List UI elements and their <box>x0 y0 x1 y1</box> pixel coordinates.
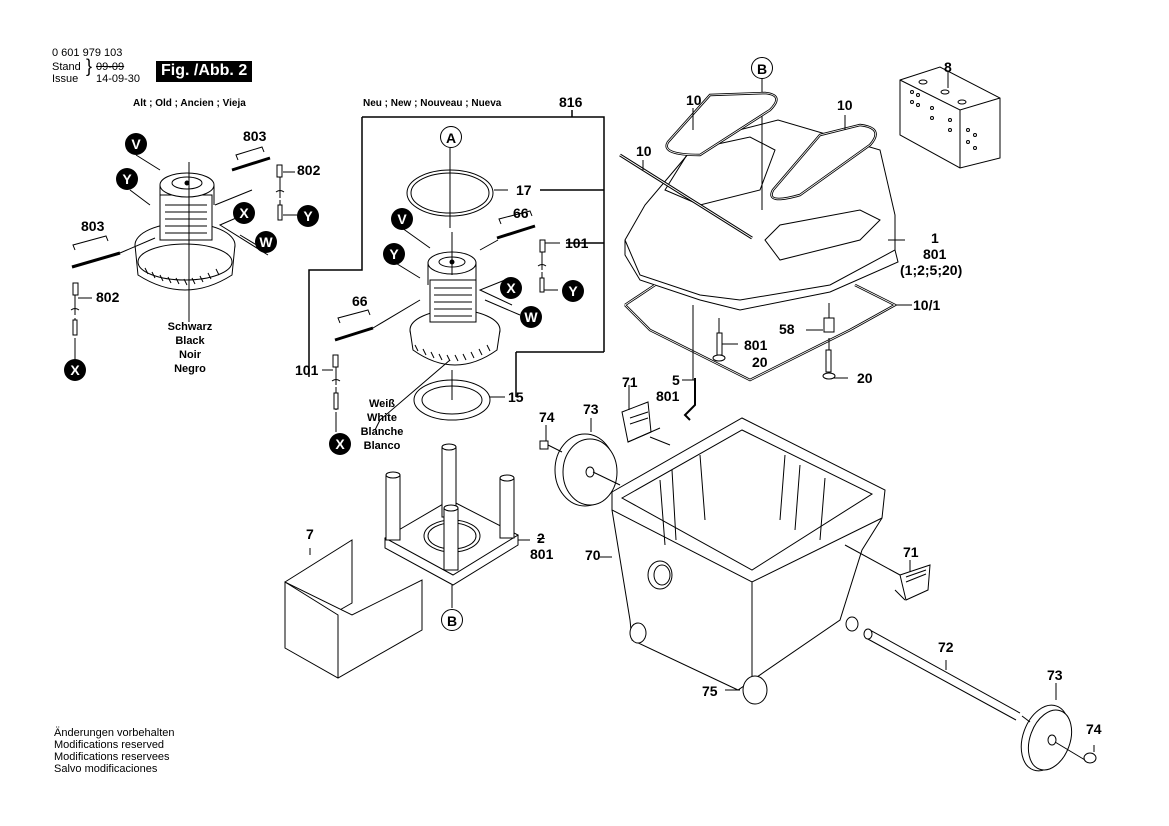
label-10-left: 10 <box>686 92 702 108</box>
label-803-top: 803 <box>243 128 267 144</box>
screws <box>712 303 848 380</box>
label-20-left: 20 <box>752 354 768 370</box>
gaskets-10 <box>642 91 877 201</box>
label-17: 17 <box>516 182 532 198</box>
marker-y-old-terminal: Y <box>297 205 319 227</box>
marker-v-old: V <box>125 133 147 155</box>
label-1: 1 <box>931 230 939 246</box>
figure-label: Fig. /Abb. 2 <box>156 61 253 82</box>
wire-color-white: Weiß White Blanche Blanco <box>342 397 422 453</box>
label-head-set: (1;2;5;20) <box>900 262 963 278</box>
old-section-caption: Alt ; Old ; Ancien ; Vieja <box>133 98 246 109</box>
marker-y-new-terminal: Y <box>562 280 584 302</box>
label-71-right: 71 <box>903 544 919 560</box>
latch-5 <box>682 378 696 421</box>
label-802-left: 802 <box>96 289 120 305</box>
wire-black-de: Schwarz <box>167 321 213 333</box>
axle-72 <box>863 628 1021 721</box>
gasket-15 <box>413 370 505 421</box>
footer-es: Salvo modificaciones <box>54 763 158 775</box>
label-70: 70 <box>585 547 601 563</box>
label-72: 72 <box>938 639 954 655</box>
label-73-right: 73 <box>1047 667 1063 683</box>
brace-icon: } <box>86 56 93 76</box>
new-section-caption: Neu ; New ; Nouveau ; Nueva <box>363 98 502 109</box>
label-10-right: 10 <box>837 97 853 113</box>
label-801-head: 801 <box>923 246 947 262</box>
wire-color-black: Schwarz Black Noir Negro <box>150 320 230 376</box>
label-101-top: 101 <box>565 235 589 251</box>
gasket-10-1 <box>624 283 912 382</box>
label-101-left: 101 <box>295 362 319 378</box>
footer-notice: Änderungen vorbehalten Modifications res… <box>54 727 174 775</box>
issue-value: 14-09-30 <box>96 73 141 85</box>
wire-black-es: Negro <box>174 363 206 375</box>
wire-white-de: Weiß <box>368 398 396 410</box>
label-58: 58 <box>779 321 795 337</box>
label-802-top: 802 <box>297 162 321 178</box>
old-motor <box>70 146 297 360</box>
label-5: 5 <box>672 372 680 388</box>
label-801-latch: 801 <box>656 388 680 404</box>
label-10-1: 10/1 <box>913 297 941 313</box>
wheel-73-left <box>539 418 621 507</box>
issue-label: Issue <box>52 73 79 85</box>
label-7: 7 <box>306 526 314 542</box>
wire-black-fr: Noir <box>179 349 201 361</box>
label-74-right: 74 <box>1086 721 1102 737</box>
label-801-holder: 801 <box>530 546 554 562</box>
assembly-816-frame <box>308 110 605 397</box>
marker-v-new: V <box>391 208 413 230</box>
wire-white-en: White <box>367 412 397 424</box>
footer-de: Änderungen vorbehalten <box>54 727 175 739</box>
gasket-17 <box>406 148 508 228</box>
motor-holder-2 <box>383 443 530 608</box>
wire-white-fr: Blanche <box>360 426 404 438</box>
new-motor <box>322 210 560 432</box>
marker-w-new: W <box>520 306 542 328</box>
reference-b-lower: B <box>441 609 463 631</box>
label-801-screw: 801 <box>744 337 768 353</box>
label-66-left: 66 <box>352 293 368 309</box>
label-803-left: 803 <box>81 218 105 234</box>
label-2: 2 <box>537 530 545 546</box>
label-74-left: 74 <box>539 409 555 425</box>
filter-block-8 <box>899 66 1001 169</box>
reference-a: A <box>440 126 462 148</box>
label-20-right: 20 <box>857 370 873 386</box>
label-66-top: 66 <box>513 205 529 221</box>
wheel-73-right <box>1020 683 1097 772</box>
reference-b-upper: B <box>751 57 773 79</box>
footer-fr: Modifications reservees <box>54 751 170 763</box>
label-8: 8 <box>944 59 952 75</box>
marker-y-old: Y <box>116 168 138 190</box>
wire-white-es: Blanco <box>363 440 401 452</box>
label-75: 75 <box>702 683 718 699</box>
label-15: 15 <box>508 389 524 405</box>
stand-label: Stand <box>52 61 81 73</box>
marker-x-new: X <box>500 277 522 299</box>
label-816: 816 <box>559 94 583 110</box>
label-73-left: 73 <box>583 401 599 417</box>
container-70 <box>600 417 886 705</box>
footer-en: Modifications reserved <box>54 739 165 751</box>
marker-x-new-terminal: X <box>329 433 351 455</box>
filter-cover-7 <box>284 539 423 679</box>
stand-value: 09-09 <box>96 61 125 73</box>
clips-71 <box>621 385 931 601</box>
marker-x-old-terminal: X <box>64 359 86 381</box>
marker-x-old: X <box>233 202 255 224</box>
marker-w-old: W <box>255 231 277 253</box>
label-71-top: 71 <box>622 374 638 390</box>
part-number: 0 601 979 103 <box>52 47 123 59</box>
marker-y-new: Y <box>383 243 405 265</box>
label-10-rod: 10 <box>636 143 652 159</box>
wire-black-en: Black <box>175 335 205 347</box>
